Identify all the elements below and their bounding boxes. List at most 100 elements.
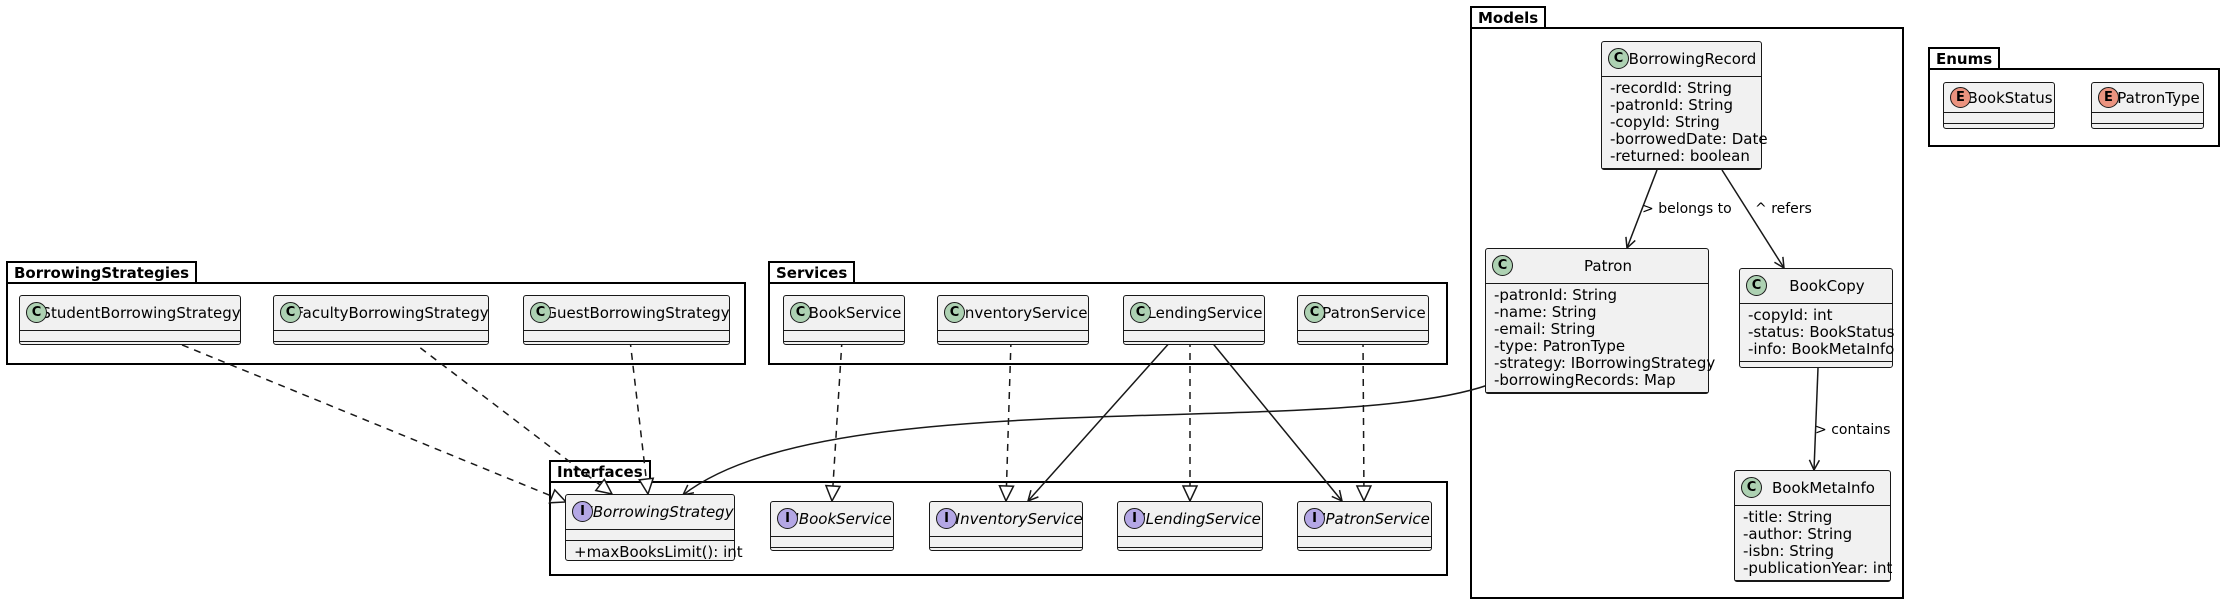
class-book-copy[interactable]: C BookCopy -copyId: int -status: BookStat… [1739, 268, 1895, 368]
class-name: BookCopy [1789, 277, 1865, 295]
contains-label: contains [1831, 422, 1891, 438]
field: -title: String [1743, 508, 1833, 526]
arrow-down-glyph: > [1815, 422, 1827, 438]
field: -info: BookMetaInfo [1748, 340, 1895, 358]
interface-name: IInventoryService [951, 510, 1083, 528]
interface-icon: I [936, 508, 957, 529]
arrow-up-glyph: ^ [1755, 201, 1767, 217]
field-list: -title: String -author: String -isbn: St… [1735, 506, 1893, 580]
edge-patron-strategy [683, 384, 1489, 495]
class-name: GuestBorrowingStrategy [545, 304, 730, 322]
package-tab-models: Models [1470, 6, 1547, 28]
interface-icon: I [1304, 508, 1325, 529]
field: -isbn: String [1743, 542, 1835, 560]
method-list: +maxBooksLimit(): int [566, 541, 743, 564]
field: -status: BookStatus [1748, 323, 1895, 341]
package-tab-enums: Enums [1928, 47, 2001, 69]
interface-icon: I [1124, 508, 1145, 529]
edge-label-refers: ^ refers [1755, 201, 1812, 217]
class-name: FacultyBorrowingStrategy [295, 304, 489, 322]
class-name: BorrowingRecord [1628, 50, 1757, 68]
class-icon: C [26, 302, 47, 323]
edge-refers [1721, 169, 1784, 268]
class-name: Patron [1584, 257, 1632, 275]
method-list [1740, 362, 1892, 376]
field: -email: String [1494, 320, 1596, 338]
field: -copyId: int [1748, 306, 1833, 324]
field: -type: PatronType [1494, 337, 1626, 355]
edge-lending-uses-patron [1209, 339, 1342, 501]
field: -author: String [1743, 525, 1853, 543]
edge-lending-uses-inventory [1028, 339, 1173, 501]
enum-values [2092, 113, 2203, 123]
class-name: LendingService [1147, 304, 1263, 322]
class-name: InventoryService [960, 304, 1088, 322]
class-name: BookService [808, 304, 902, 322]
edge-faculty-realizes [409, 339, 614, 496]
class-icon: C [1746, 275, 1767, 296]
edge-inventoryservice-realizes [998, 339, 1015, 503]
field: -patronId: String [1494, 286, 1618, 304]
field: -returned: boolean [1610, 147, 1750, 165]
class-name: BookMetaInfo [1772, 479, 1875, 497]
class-icon: C [1741, 477, 1762, 498]
field: -strategy: IBorrowingStrategy [1494, 354, 1716, 372]
interface-name: IPatronService [1321, 510, 1430, 528]
enum-name: BookStatus [1967, 88, 2053, 107]
edge-belongs-to [1627, 169, 1658, 248]
class-icon: C [944, 302, 965, 323]
class-book-meta-info[interactable]: C BookMetaInfo -title: String -author: St… [1734, 470, 1893, 582]
class-icon: C [790, 302, 811, 323]
method-list [1602, 169, 1761, 183]
class-icon: C [280, 302, 301, 323]
edge-patronservice-realizes [1355, 339, 1373, 503]
package-tab-borrowing-strategies: BorrowingStrategies [6, 261, 198, 283]
class-icon: C [530, 302, 551, 323]
class-name: PatronService [1322, 304, 1426, 322]
interface-icon: I [572, 501, 593, 522]
field: -patronId: String [1610, 96, 1734, 114]
enum-icon: E [1950, 87, 1971, 108]
field: -publicationYear: int [1743, 559, 1893, 577]
field-list: -recordId: String -patronId: String -cop… [1602, 77, 1768, 168]
class-icon: C [1304, 302, 1325, 323]
edge-label-belongs-to: > belongs to [1642, 201, 1732, 217]
field: -name: String [1494, 303, 1597, 321]
edge-label-contains: > contains [1815, 422, 1890, 438]
belongs-to-label: belongs to [1658, 201, 1732, 217]
refers-label: refers [1771, 201, 1812, 217]
edge-student-realizes [169, 339, 568, 504]
package-tab-services: Services [768, 261, 856, 283]
method-list [1486, 393, 1708, 407]
edge-guest-realizes [629, 339, 655, 496]
arrow-right-glyph: > [1642, 201, 1654, 217]
class-icon: C [1608, 48, 1629, 69]
interface-name: ILendingService [1141, 510, 1261, 528]
class-icon: C [1130, 302, 1151, 323]
interface-icon: I [777, 508, 798, 529]
field: -borrowingRecords: Map [1494, 371, 1676, 389]
edge-bookservice-realizes [824, 339, 843, 503]
field: -recordId: String [1610, 79, 1732, 97]
interface-name: IBookService [794, 510, 892, 528]
enum-icon: E [2098, 87, 2119, 108]
field-list: -copyId: int -status: BookStatus -info: … [1740, 304, 1895, 361]
method-list [1735, 581, 1890, 595]
